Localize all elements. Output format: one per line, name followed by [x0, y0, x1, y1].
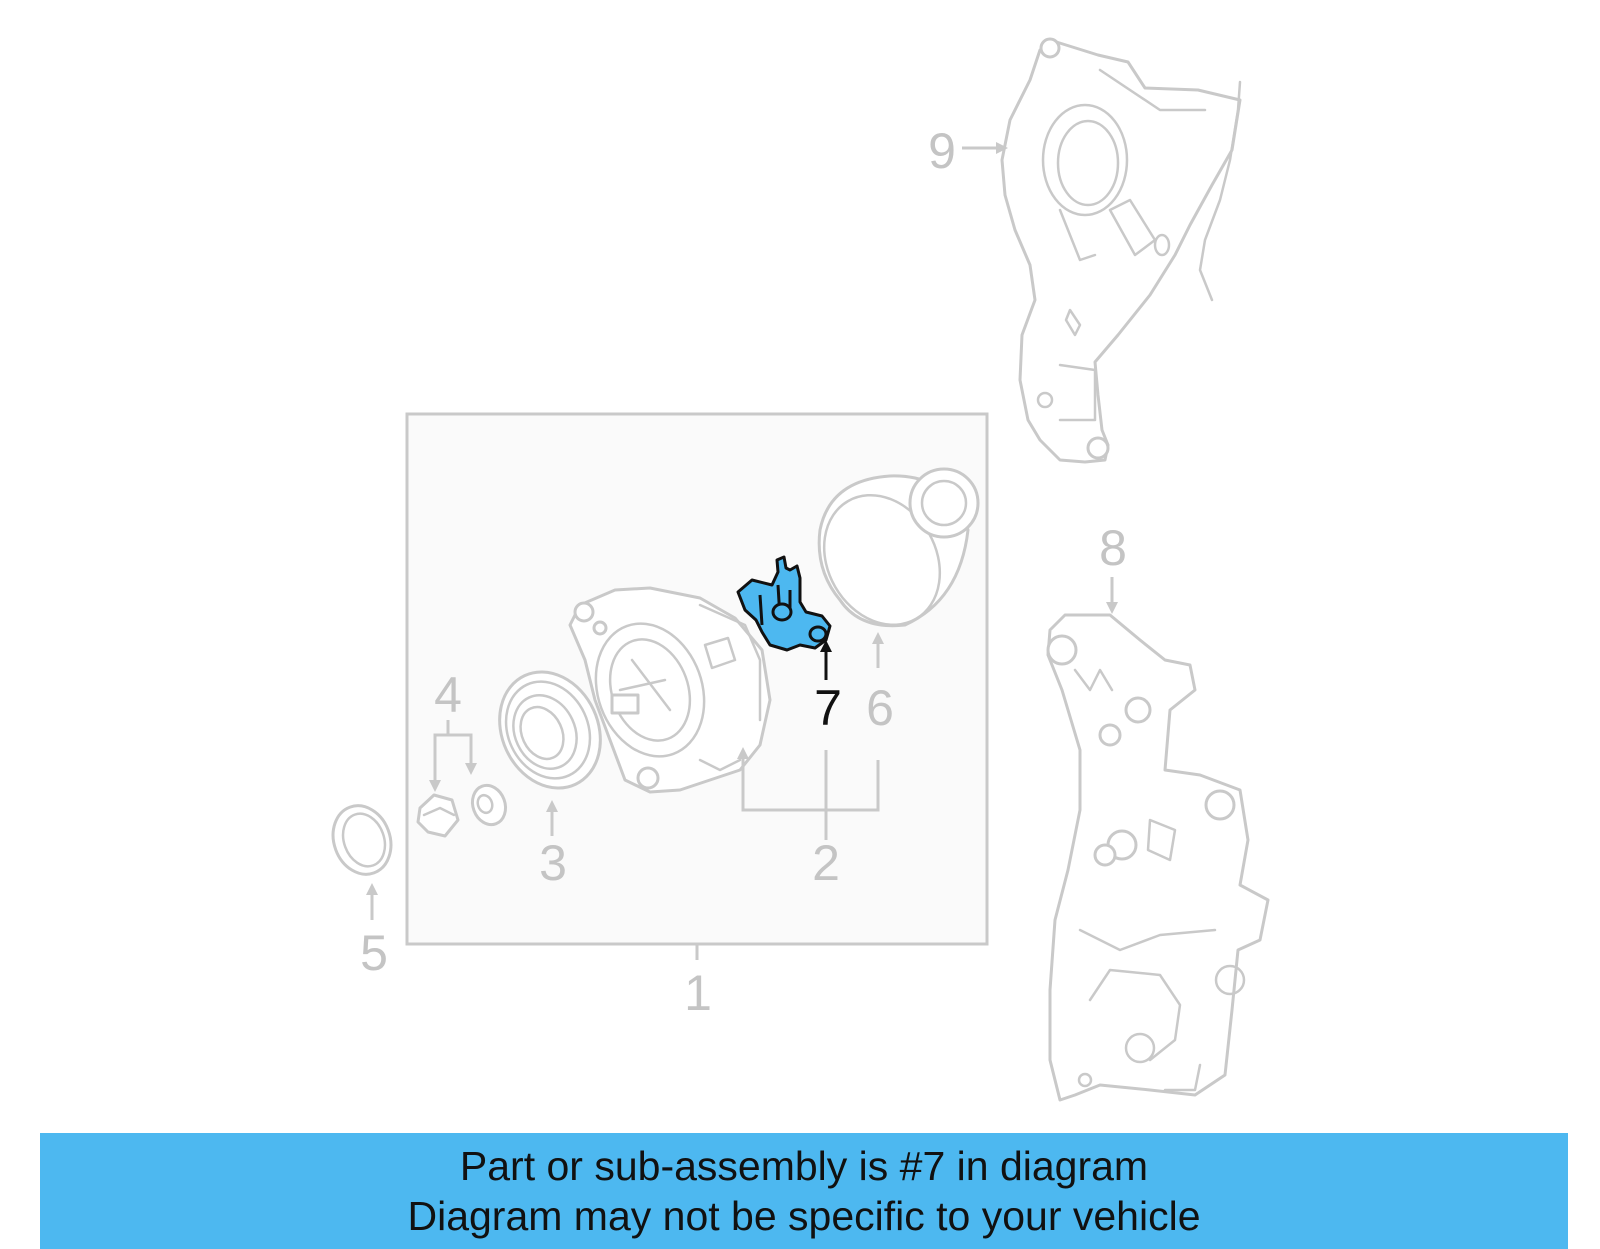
arrow-9 — [996, 142, 1008, 154]
callout-6[interactable]: 6 — [866, 680, 894, 736]
bracket-leader-4 — [433, 733, 473, 782]
arrow-4b — [465, 763, 477, 775]
callout-1[interactable]: 1 — [684, 965, 712, 1021]
arrow-5 — [366, 883, 378, 895]
regulator-part-7 — [736, 555, 832, 652]
banner-line-part-number: Part or sub-assembly is #7 in diagram — [459, 1143, 1149, 1189]
callout-3[interactable]: 3 — [539, 835, 567, 891]
pulley-part-3 — [498, 670, 602, 790]
arrow-7 — [820, 640, 832, 652]
bracket-part-8 — [1046, 613, 1270, 1102]
nut-washer-part-4 — [416, 783, 508, 838]
callout-4[interactable]: 4 — [434, 667, 462, 723]
bracket-part-9 — [1000, 37, 1242, 464]
bracket-leader-2 — [741, 757, 880, 812]
arrow-8 — [1106, 602, 1118, 614]
callout-5[interactable]: 5 — [360, 925, 388, 981]
seal-part-5 — [331, 804, 393, 876]
callout-8[interactable]: 8 — [1099, 520, 1127, 576]
arrow-4a — [429, 780, 441, 792]
alternator-part-2 — [568, 586, 772, 794]
arrow-6 — [872, 632, 884, 644]
callout-2[interactable]: 2 — [812, 835, 840, 891]
rear-cover-part-6 — [817, 467, 980, 628]
arrow-2 — [737, 747, 749, 759]
banner-line-disclaimer: Diagram may not be specific to your vehi… — [407, 1193, 1201, 1239]
info-banner: Part or sub-assembly is #7 in diagram Di… — [40, 1133, 1568, 1249]
arrow-3 — [546, 800, 558, 812]
callout-9[interactable]: 9 — [928, 123, 956, 179]
callout-7[interactable]: 7 — [814, 680, 842, 736]
